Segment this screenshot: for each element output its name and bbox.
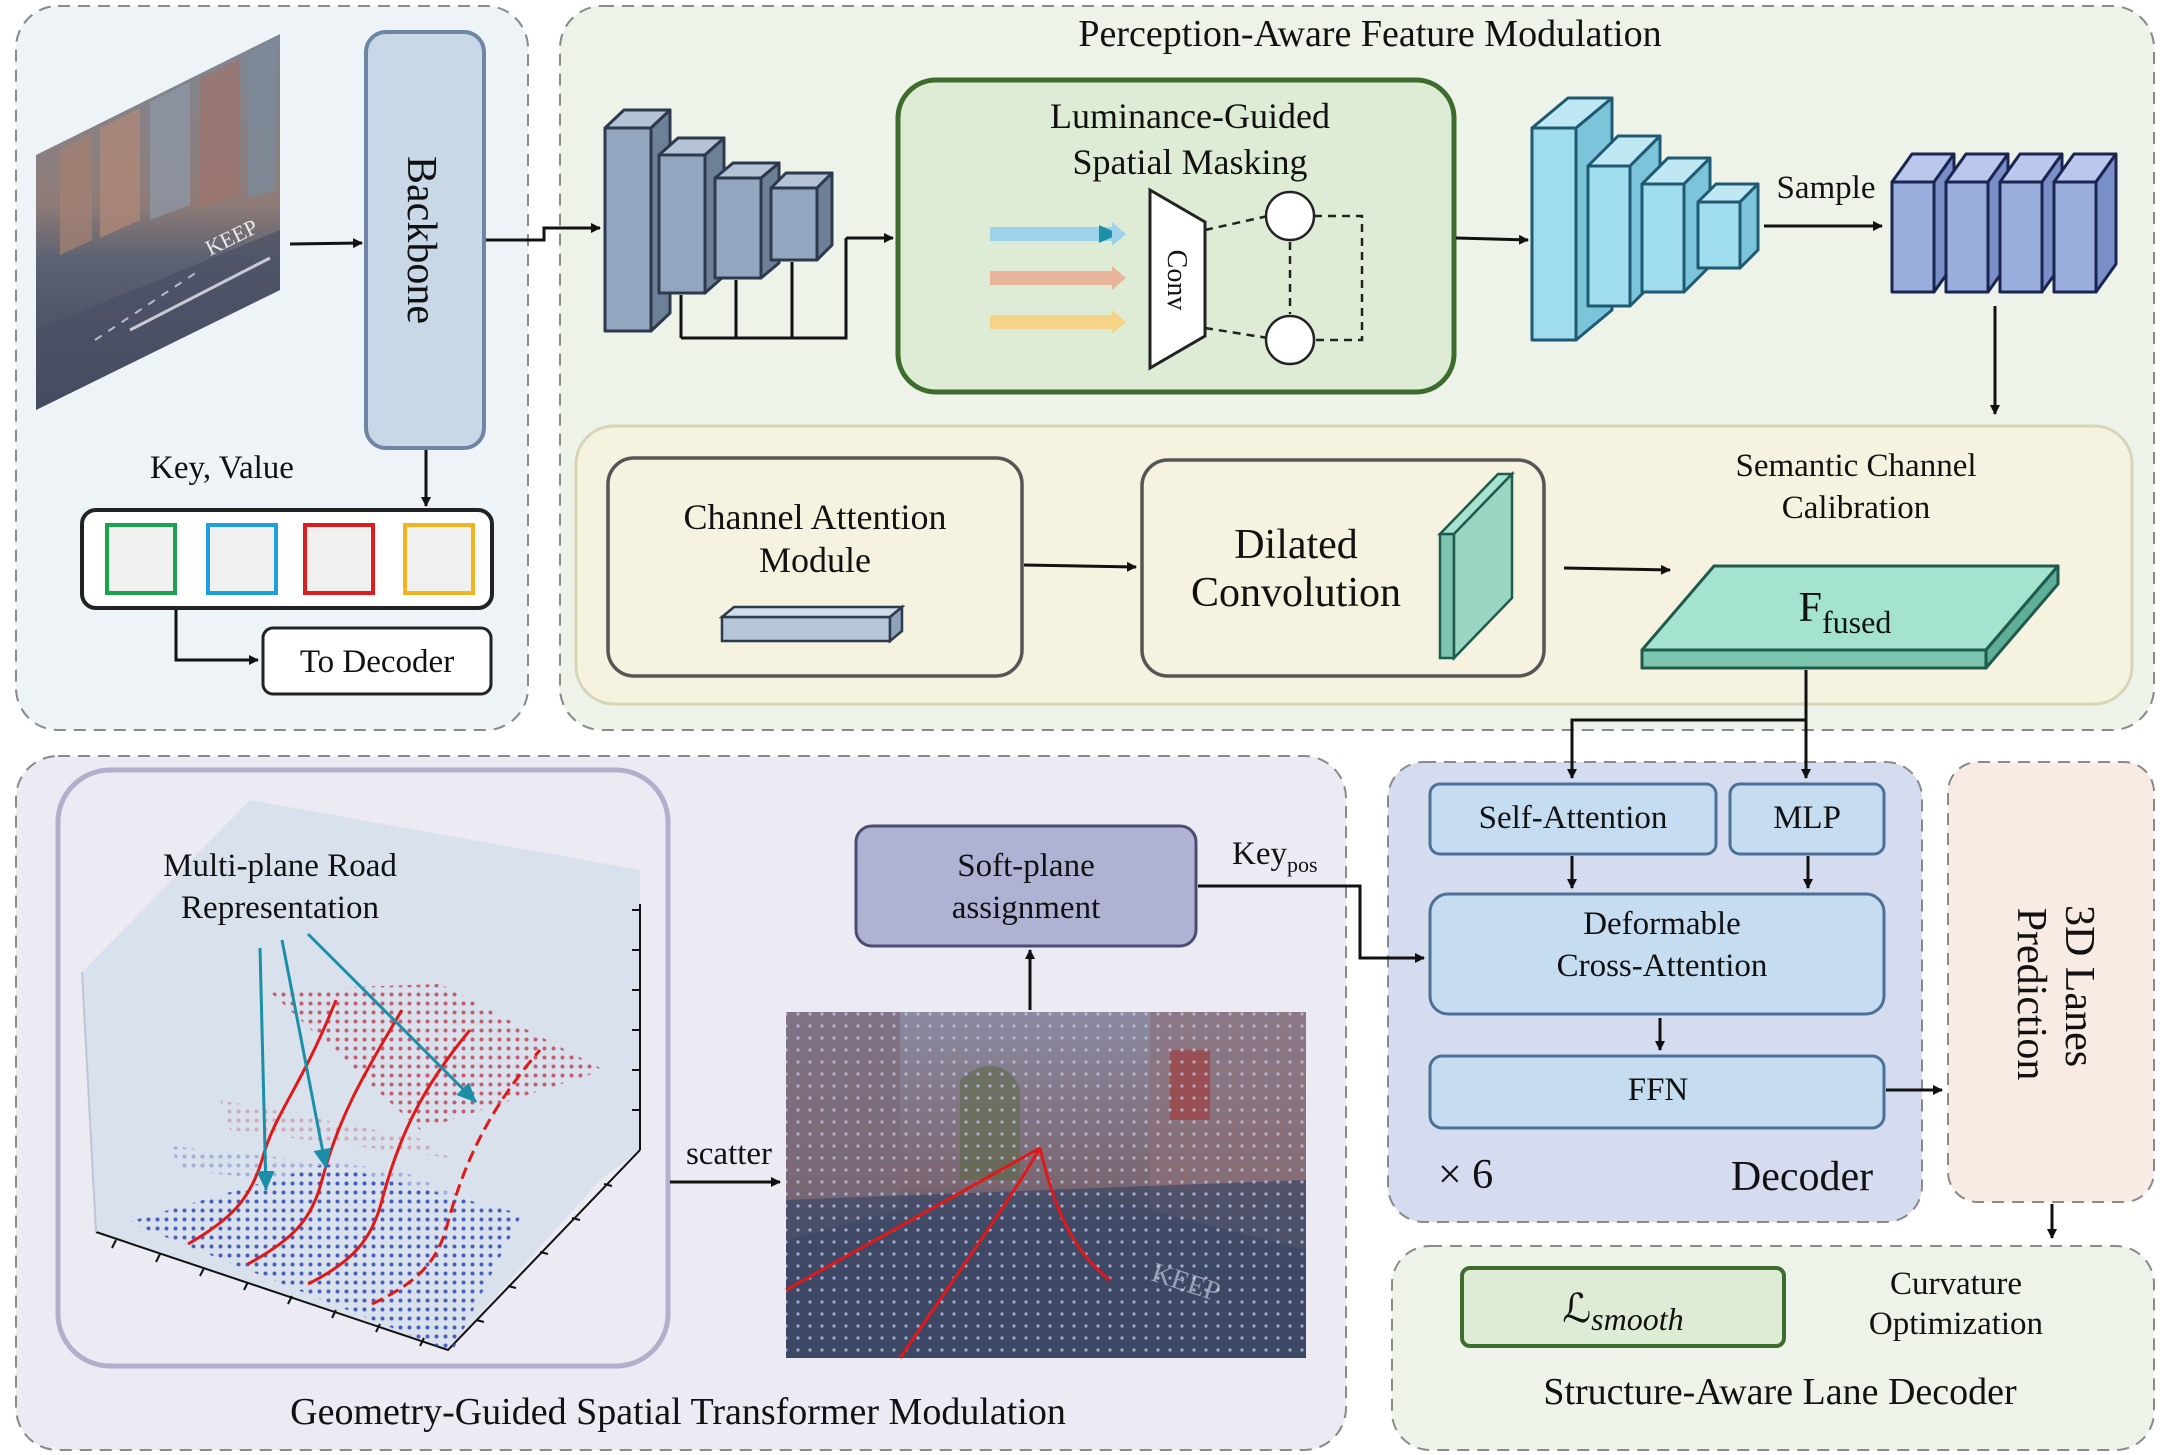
pafm-title: Perception-Aware Feature Modulation [1078, 13, 1661, 55]
sampled-features [1890, 152, 2118, 294]
curvature-label-1: Curvature [1890, 1266, 2022, 1302]
to-decoder-box [261, 626, 493, 696]
self-attention-box[interactable] [1428, 782, 1718, 856]
loss-label: ℒsmooth [1562, 1286, 1683, 1337]
keypos-label: Keypos [1232, 836, 1318, 877]
road-label-2: Representation [181, 890, 379, 926]
prediction-label-2: Prediction [2008, 908, 2054, 1081]
deformable-label-2: Cross-Attention [1557, 948, 1768, 984]
kv-to-decoder-arrow [174, 610, 259, 665]
key-value-label: Key, Value [150, 450, 294, 486]
key-value-container [80, 508, 494, 610]
masking-graph [1204, 190, 1364, 366]
luminance-arrows [990, 222, 1126, 334]
self-attention-label: Self-Attention [1479, 800, 1668, 836]
refined-pyramid [1530, 96, 1760, 342]
softplane-label-2: assignment [952, 890, 1100, 926]
ggstm-title: Geometry-Guided Spatial Transformer Modu… [290, 1391, 1066, 1433]
repeat-label: × 6 [1438, 1152, 1493, 1198]
backbone-to-pyramid-arrow [486, 223, 601, 242]
to-decoder-label: To Decoder [300, 644, 454, 680]
fused-to-decoder-arrows [1567, 670, 1811, 779]
feature-pyramid [603, 108, 834, 333]
token-red [303, 523, 375, 595]
sald-title: Structure-Aware Lane Decoder [1543, 1371, 2017, 1413]
pyramid-connectors [679, 238, 848, 340]
cam-label-2: Module [759, 540, 871, 580]
softplane-to-dca-arrow [1198, 884, 1425, 963]
sample-label: Sample [1777, 170, 1876, 206]
ffn-label: FFN [1628, 1072, 1689, 1108]
deformable-label-1: Deformable [1583, 906, 1741, 942]
backbone-box [364, 30, 486, 450]
dilated-to-fused-arrow [1563, 564, 1671, 575]
calibration-label-1: Semantic Channel [1735, 448, 1976, 484]
mlp-box[interactable] [1728, 782, 1886, 856]
fused-feature [1640, 564, 2060, 670]
cam-vector [718, 604, 906, 644]
curvature-label-2: Optimization [1869, 1306, 2043, 1342]
scatter-label: scatter [686, 1136, 772, 1172]
masking-to-pyramid-arrow [1455, 234, 1529, 245]
deformable-cross-attention-box[interactable] [1428, 892, 1886, 1016]
softplane-box [854, 824, 1198, 948]
dilated-feature [1437, 470, 1515, 662]
decoder-label: Decoder [1731, 1154, 1873, 1200]
prediction-label-1: 3D Lanes [2056, 905, 2102, 1067]
prediction-panel [1947, 761, 2155, 1203]
road-3d-plot [81, 800, 641, 1352]
cam-label-1: Channel Attention [684, 497, 947, 537]
conv-trapezoid [1148, 187, 1207, 371]
token-green [105, 523, 177, 595]
dilated-label-2: Convolution [1191, 570, 1401, 616]
camera-view-image: KEEP [785, 1012, 1306, 1359]
conv-label: Conv [1161, 250, 1192, 311]
fused-label: Ffused [1799, 585, 1892, 640]
cam-to-dilated-arrow [1023, 561, 1137, 572]
dilated-label-1: Dilated [1234, 522, 1358, 568]
token-yellow [403, 523, 475, 595]
token-blue [206, 523, 278, 595]
cam-box [606, 456, 1024, 678]
calibration-label-2: Calibration [1782, 490, 1930, 526]
ffn-box[interactable] [1428, 1054, 1886, 1130]
masking-label-1: Luminance-Guided [1050, 96, 1330, 136]
mlp-label: MLP [1773, 800, 1841, 836]
softplane-label-1: Soft-plane [957, 848, 1094, 884]
masking-label-2: Spatial Masking [1073, 142, 1308, 182]
road-label-1: Multi-plane Road [163, 848, 397, 884]
road-label-arrows [256, 932, 478, 1191]
input-street-image: KEEP [36, 34, 280, 410]
image-to-backbone-arrow [289, 238, 363, 249]
loss-box [1460, 1266, 1786, 1348]
backbone-label: Backbone [398, 156, 444, 324]
